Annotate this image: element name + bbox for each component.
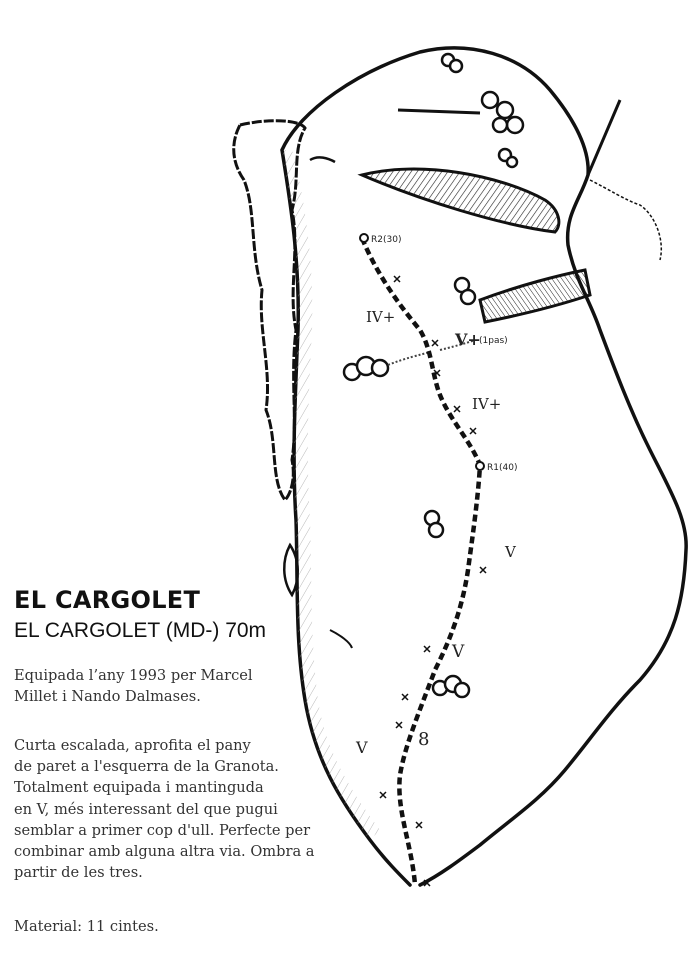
belay-r2-label: R2(30) [371, 235, 401, 245]
crack-line [397, 108, 481, 115]
route-description-equipment: Equipada l’any 1993 per Marcel Millet i … [14, 667, 253, 706]
grade-label: V [355, 738, 368, 757]
grade-label: V [504, 543, 517, 561]
crack-line [586, 99, 622, 176]
figure-eight-symbol: 8 [418, 729, 429, 750]
grade-label: V [451, 642, 465, 662]
route-material: Material: 11 cintes. [14, 918, 159, 935]
bush-icon [342, 52, 525, 699]
ledge-overhang [478, 268, 592, 324]
bush-icon [283, 542, 299, 598]
belay-r1-icon [475, 461, 485, 471]
grade-note: (1pas) [479, 336, 508, 346]
route-line [359, 237, 483, 886]
crack-line [329, 629, 353, 649]
left-wall-shading [282, 150, 380, 840]
grade-label: IV+ [472, 395, 501, 413]
grade-label: IV+ [366, 308, 395, 326]
belay-r1-label: R1(40) [487, 463, 517, 473]
route-title: EL CARGOLET [14, 586, 201, 614]
vegetation-right [589, 179, 662, 261]
route-description-body: Curta escalada, aprofita el pany de pare… [14, 737, 315, 882]
bolt-markers [379, 275, 487, 887]
belay-r2-icon [359, 233, 369, 243]
vegetation-column [232, 119, 307, 503]
grade-label: V+ [454, 330, 481, 349]
top-roof-overhang [357, 167, 561, 234]
crack-line [309, 156, 336, 164]
route-subtitle: EL CARGOLET (MD-) 70m [14, 619, 267, 642]
